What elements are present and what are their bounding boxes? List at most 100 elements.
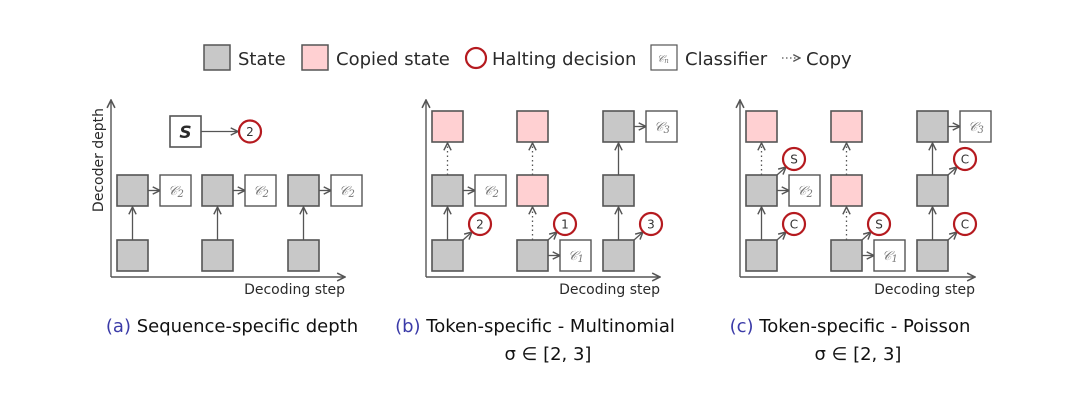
panel-caption: (a) Sequence-specific depth [106,316,358,337]
state-node [431,239,464,272]
state-node [916,174,949,207]
caption-text: Token-specific - Multinomial [421,316,675,337]
halting-decision-icon [638,211,664,237]
halting-decision-icon [952,211,978,237]
state-node [287,239,320,272]
legend: State Copied state Halting decision 𝒞n C… [203,44,852,71]
column: 𝒞33 [602,110,678,272]
legend-halting-icon [464,46,488,70]
panel-subcaption: σ ∈ [2, 3] [505,344,592,365]
decision-arrow [633,232,643,241]
copied-state-node [431,110,464,143]
halting-decision-icon [467,211,493,237]
state-node [287,174,320,207]
classifier-index: 2 [805,189,812,200]
caption-label: (a) [106,316,131,337]
x-axis-label: Decoding step [874,282,975,298]
state-node [201,239,234,272]
halting-decision-label: C [790,218,798,232]
legend-classifier-label: Classifier [685,49,768,70]
state-node [745,239,778,272]
halting-decision-icon [866,211,892,237]
column: 𝒞22 [431,110,507,272]
legend-state-label: State [238,49,286,70]
state-node [602,174,635,207]
panel-subcaption: σ ∈ [2, 3] [815,344,902,365]
decision-arrow [547,232,557,241]
classifier-index: 2 [176,189,183,200]
panel-caption: (b) Token-specific - Multinomial [395,316,675,337]
legend-classifier-symbol: 𝒞n [657,54,669,65]
halting-decision-icon [781,146,807,172]
copied-state-node [516,174,549,207]
classifier-box [645,110,678,143]
state-node [745,174,778,207]
state-node [431,174,464,207]
caption-label: (c) [730,316,754,337]
state-node [516,239,549,272]
state-node [602,110,635,143]
copied-state-node [830,110,863,143]
caption-text: Token-specific - Poisson [754,316,971,337]
copied-state-node [745,110,778,143]
classifier-box [788,174,821,207]
decision-arrow [462,232,472,241]
legend-halting-label: Halting decision [492,49,636,70]
halting-decision-icon [781,211,807,237]
halting-decision-label: 1 [561,218,569,232]
caption-label: (b) [395,316,420,337]
legend-copied-swatch [301,44,329,71]
classifier-box [873,239,906,272]
halting-decision-label: C [961,153,969,167]
classifier-index: 3 [977,125,983,136]
copied-state-node [516,110,549,143]
x-axis-label: Decoding step [559,282,660,298]
state-node [602,239,635,272]
state-node [830,239,863,272]
column: 𝒞2 [287,174,363,272]
halting-decision-label: 3 [647,218,655,232]
column: 𝒞2 [201,174,277,272]
state-node [116,239,149,272]
classifier-box [244,174,277,207]
sequence-box [169,115,202,148]
state-node [201,174,234,207]
halting-decision-label: S [875,218,883,232]
column: 𝒞1S [830,110,906,272]
legend-copy-label: Copy [806,49,852,70]
legend-classifier-swatch [650,44,678,71]
x-axis-label: Decoding step [244,282,345,298]
halting-decision-icon [552,211,578,237]
column: 𝒞2 [116,174,192,272]
state-node [916,110,949,143]
legend-state-swatch [203,44,231,71]
decision-arrow [947,167,957,176]
classifier-index: 2 [491,189,498,200]
classifier-box [330,174,363,207]
halting-decision-label: 2 [476,218,484,232]
column: 𝒞11 [516,110,592,272]
halting-decision-label: C [961,218,969,232]
sequence-box-label: S [179,123,191,143]
classifier-box [959,110,992,143]
decision-arrow [776,167,786,176]
classifier-box [159,174,192,207]
panel-caption: (c) Token-specific - Poisson [730,316,971,337]
classifier-index: 3 [663,125,669,136]
decision-arrow [947,232,957,241]
classifier-index: 1 [577,254,583,265]
halting-decision-label: 2 [246,125,254,139]
halting-decision-label: S [790,153,798,167]
halting-decision-icon [952,146,978,172]
decision-arrow [861,232,871,241]
decision-arrow [776,232,786,241]
classifier-index: 2 [347,189,354,200]
classifier-index: 2 [261,189,268,200]
